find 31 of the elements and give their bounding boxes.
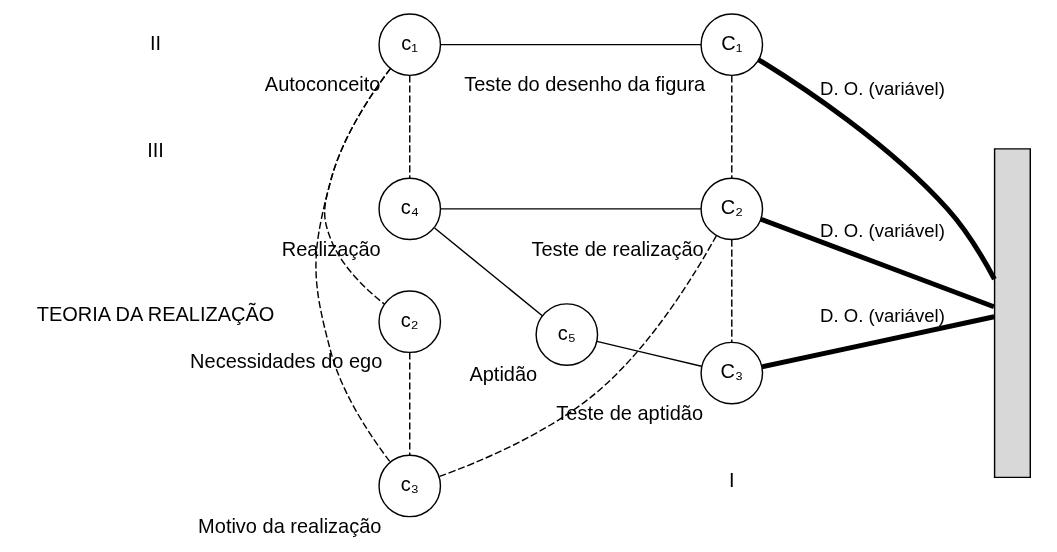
node-label: Autoconceito [264, 73, 380, 96]
connector [439, 43, 702, 46]
edge-label: D. O. (variável) [819, 219, 945, 241]
label: II [149, 31, 161, 54]
node-label: Aptidão [468, 363, 537, 386]
node-circle: c₃ [377, 454, 441, 518]
node-circle: c₄ [377, 177, 441, 241]
connector [730, 74, 732, 179]
connector [760, 314, 995, 370]
connector [408, 74, 410, 179]
connector [314, 67, 391, 463]
node-bar [993, 148, 1031, 479]
edge-label: D. O. (variável) [819, 78, 945, 100]
label: III [146, 139, 164, 162]
node-circle: c₂ [377, 290, 441, 354]
connector [438, 234, 717, 478]
node-circle: c₅ [534, 303, 598, 366]
connector [730, 238, 732, 344]
edge-label: D. O. (variável) [819, 305, 945, 327]
label: I [728, 468, 735, 491]
connector [595, 340, 702, 367]
node-circle: C₂ [699, 177, 763, 241]
label: TEORIA DA REALIZAÇÃO [36, 303, 274, 326]
node-circle: C₃ [699, 341, 763, 405]
node-circle: c₁ [377, 13, 441, 77]
connector [439, 208, 702, 210]
connector [433, 227, 543, 317]
connector [756, 57, 997, 281]
connector [759, 216, 995, 310]
node-circle: C₁ [699, 13, 763, 77]
connector [408, 351, 410, 456]
